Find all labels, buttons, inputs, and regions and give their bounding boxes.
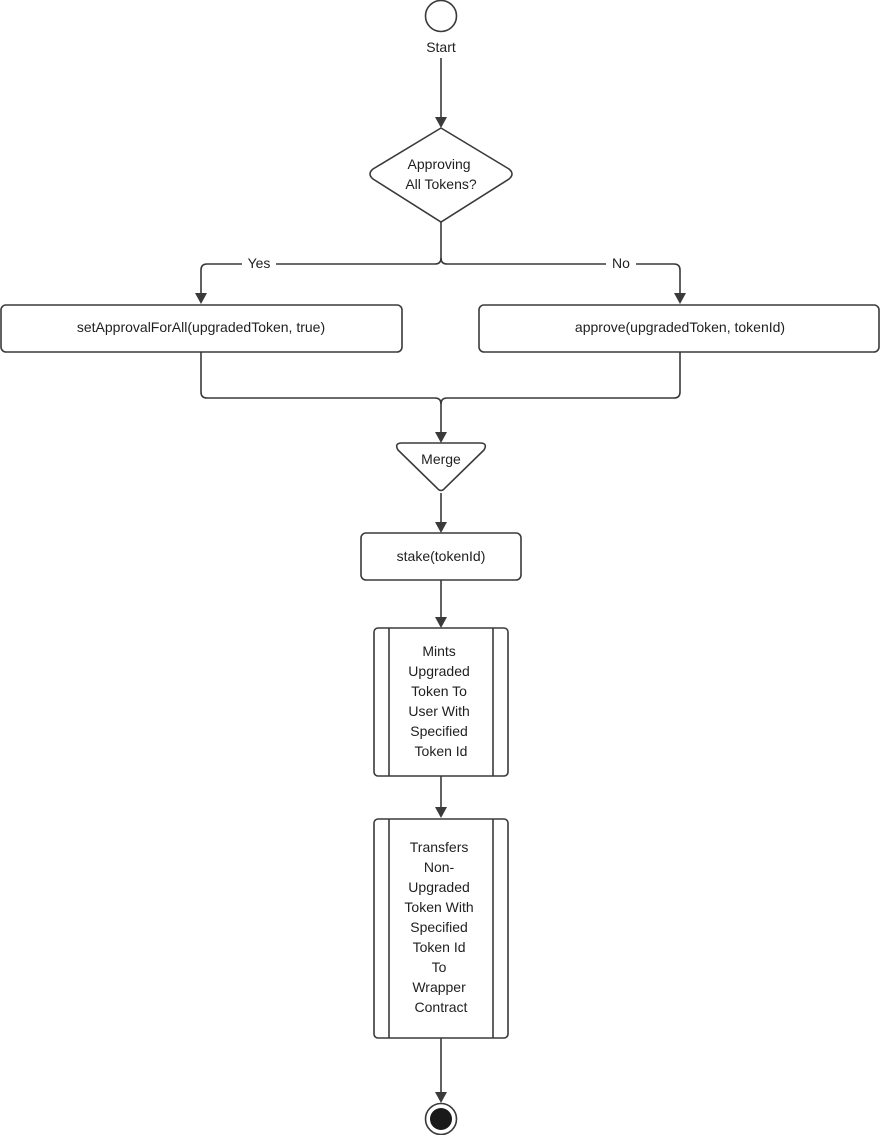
start-label: Start xyxy=(426,39,456,55)
action-approve-label: approve(upgradedToken, tokenId) xyxy=(575,319,785,335)
no-label: No xyxy=(612,255,630,271)
merge-node xyxy=(395,442,487,492)
arrowhead xyxy=(435,617,447,628)
arrowhead xyxy=(674,293,686,304)
action-approve xyxy=(478,304,880,353)
action-stake-label: stake(tokenId) xyxy=(397,548,486,564)
arrowhead xyxy=(195,293,207,304)
edge-decision-no xyxy=(440,257,681,294)
arrowhead xyxy=(435,1092,447,1103)
yes-label-bg xyxy=(242,254,276,274)
edge-yes-to-merge xyxy=(200,352,442,433)
start-node xyxy=(424,0,458,33)
edge-decision-yes xyxy=(200,222,442,294)
action-set-approval-for-all-label: setApprovalForAll(upgradedToken, true) xyxy=(77,319,325,335)
subprocess-mint-label: Mints Upgraded Token To User With Specif… xyxy=(408,643,473,759)
decision-node xyxy=(369,127,513,223)
subprocess-transfer-label: Transfers Non- Upgraded Token With Speci… xyxy=(404,839,477,1015)
arrowhead xyxy=(435,522,447,533)
merge-label: Merge xyxy=(421,451,461,467)
decision-label: Approving All Tokens? xyxy=(405,156,477,192)
arrowhead xyxy=(435,432,447,443)
arrowhead xyxy=(435,117,447,128)
no-label-bg xyxy=(606,254,636,274)
arrowhead xyxy=(435,807,447,818)
yes-label: Yes xyxy=(248,255,271,271)
edge-no-to-merge xyxy=(440,352,681,405)
end-node-core xyxy=(430,1108,452,1130)
